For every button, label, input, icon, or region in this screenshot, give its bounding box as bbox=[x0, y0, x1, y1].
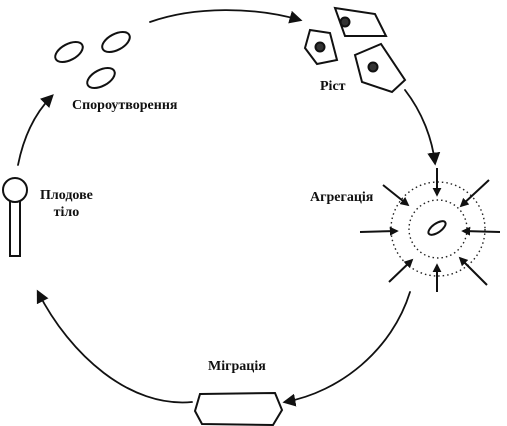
cell-nucleus-icon bbox=[316, 43, 325, 52]
aggregation-core-cell bbox=[426, 219, 448, 238]
aggregation-arrow bbox=[460, 258, 487, 285]
arc-sporulation-to-growth bbox=[150, 10, 300, 22]
sporulation-label: Спороутворення bbox=[72, 97, 177, 114]
aggregation-arrow bbox=[389, 260, 412, 282]
spore bbox=[99, 28, 133, 56]
arc-growth-to-aggregation bbox=[405, 90, 435, 163]
cell-nucleus-icon bbox=[341, 18, 350, 27]
fruiting-body-group bbox=[3, 178, 27, 256]
migrating-slug bbox=[195, 393, 282, 425]
arc-migration-to-fruiting-body bbox=[38, 292, 192, 402]
spores-group bbox=[52, 28, 133, 92]
spore bbox=[52, 38, 86, 66]
migration-label: Міграція bbox=[208, 358, 266, 375]
fruiting-body-label-line2: тіло bbox=[40, 204, 93, 221]
fruiting-body-label-line1: Плодове bbox=[40, 187, 93, 204]
fruiting-body-stalk bbox=[10, 200, 20, 256]
aggregation-center-group bbox=[360, 168, 500, 292]
fruiting-body-head bbox=[3, 178, 27, 202]
aggregation-arrow bbox=[463, 231, 500, 232]
aggregation-label: Агрегація bbox=[310, 189, 373, 206]
arc-aggregation-to-migration bbox=[285, 292, 410, 402]
spore bbox=[84, 64, 118, 92]
aggregation-arrow bbox=[461, 180, 489, 206]
aggregation-arrow bbox=[383, 185, 408, 205]
vegetative-cell bbox=[355, 44, 405, 92]
aggregation-ring-inner bbox=[409, 200, 467, 258]
arc-fruiting-body-to-sporulation bbox=[18, 96, 52, 165]
growth-label: Ріст bbox=[320, 78, 346, 95]
cell-nucleus-icon bbox=[369, 63, 378, 72]
aggregation-arrow bbox=[360, 231, 397, 232]
fruiting-body-label: Плодове тіло bbox=[40, 187, 93, 221]
